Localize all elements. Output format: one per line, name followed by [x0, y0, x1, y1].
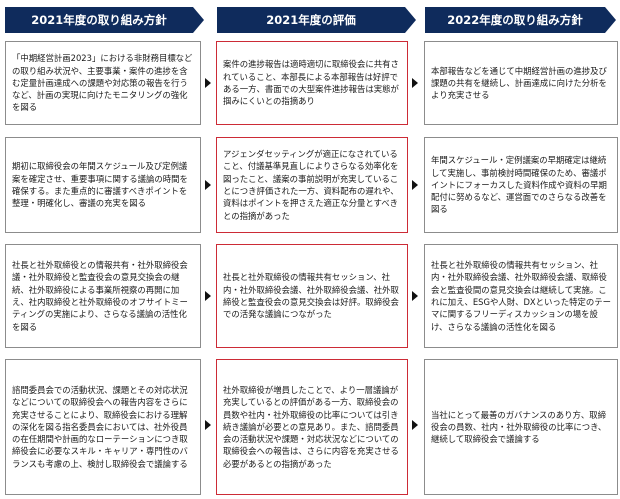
row4-policy-2021-text: 諮問委員会での活動状況、課題とその対応状況などについての取締役会への報告内容をさ… [12, 385, 188, 469]
row3-policy-2021: 社長と社外取締役との情報共有・社外取締役会議・社外取締役と監査役会の意見交換会の… [5, 244, 201, 348]
row4-policy-2022-text: 当社にとって最善のガバナンスのあり方、取締役会の員数、社内・社外取締役の比率につ… [431, 409, 607, 445]
row3-policy-2022: 社長と社外取締役の情報共有セッション、社内・社外取締役会議、社外取締役会議、取締… [424, 244, 618, 348]
arrow-right-icon [412, 180, 418, 190]
row1-policy-2021: 「中期経営計画2023」における非財務目標などの取り組み状況や、主要事業・案件の… [5, 41, 201, 125]
row1-policy-2022-text: 本部報告などを通じて中期経営計画の進捗及び課題の共有を継続し、計画達成に向けた分… [431, 65, 607, 101]
header-policy-2022: 2022年度の取り組み方針 [425, 7, 616, 33]
row4-policy-2022: 当社にとって最善のガバナンスのあり方、取締役会の員数、社内・社外取締役の比率につ… [424, 359, 618, 495]
row1-policy-2021-text: 「中期経営計画2023」における非財務目標などの取り組み状況や、主要事業・案件の… [12, 53, 193, 113]
row1-evaluation-2021-text: 案件の進捗報告は適時適切に取締役会に共有されていること、本部長による本部報告は好… [223, 59, 399, 107]
row1-evaluation-2021: 案件の進捗報告は適時適切に取締役会に共有されていること、本部長による本部報告は好… [216, 41, 408, 125]
row2-policy-2021-text: 期初に取締役会の年間スケジュール及び定例議案を確定させ、重要事項に関する議論の時… [12, 161, 188, 209]
row3-policy-2022-text: 社長と社外取締役の情報共有セッション、社内・社外取締役会議、社外取締役会議、取締… [431, 260, 612, 332]
row4-policy-2021: 諮問委員会での活動状況、課題とその対応状況などについての取締役会への報告内容をさ… [5, 359, 201, 495]
row4-evaluation-2021-text: 社外取締役が増員したことで、より一層議論が充実しているとの評価がある一方、取締役… [223, 385, 399, 469]
arrow-right-icon [205, 291, 211, 301]
row2-policy-2021: 期初に取締役会の年間スケジュール及び定例議案を確定させ、重要事項に関する議論の時… [5, 137, 201, 233]
row2-policy-2022-text: 年間スケジュール・定例議案の早期確定は継続して実施し、事前検討時間確保のため、審… [431, 155, 607, 215]
row4-evaluation-2021: 社外取締役が増員したことで、より一層議論が充実しているとの評価がある一方、取締役… [216, 359, 408, 495]
header-policy-2021: 2021年度の取り組み方針 [5, 7, 204, 33]
arrow-right-icon [205, 420, 211, 430]
row2-policy-2022: 年間スケジュール・定例議案の早期確定は継続して実施し、事前検討時間確保のため、審… [424, 137, 618, 233]
row2-evaluation-2021: アジェンダセッティングが適正になされていること、付議基準見直しによりさらなる効率… [216, 137, 408, 233]
row3-evaluation-2021: 社長と社外取締役の情報共有セッション、社内・社外取締役会議、社外取締役会議、社外… [216, 244, 408, 348]
arrow-right-icon [205, 180, 211, 190]
arrow-right-icon [412, 420, 418, 430]
row3-evaluation-2021-text: 社長と社外取締役の情報共有セッション、社内・社外取締役会議、社外取締役会議、社外… [223, 272, 399, 320]
row3-policy-2021-text: 社長と社外取締役との情報共有・社外取締役会議・社外取締役と監査役会の意見交換会の… [12, 260, 188, 332]
header-evaluation-2021: 2021年度の評価 [217, 7, 416, 33]
arrow-right-icon [412, 78, 418, 88]
row1-policy-2022: 本部報告などを通じて中期経営計画の進捗及び課題の共有を継続し、計画達成に向けた分… [424, 41, 618, 125]
arrow-right-icon [205, 78, 211, 88]
row2-evaluation-2021-text: アジェンダセッティングが適正になされていること、付議基準見直しによりさらなる効率… [223, 149, 399, 221]
arrow-right-icon [412, 291, 418, 301]
